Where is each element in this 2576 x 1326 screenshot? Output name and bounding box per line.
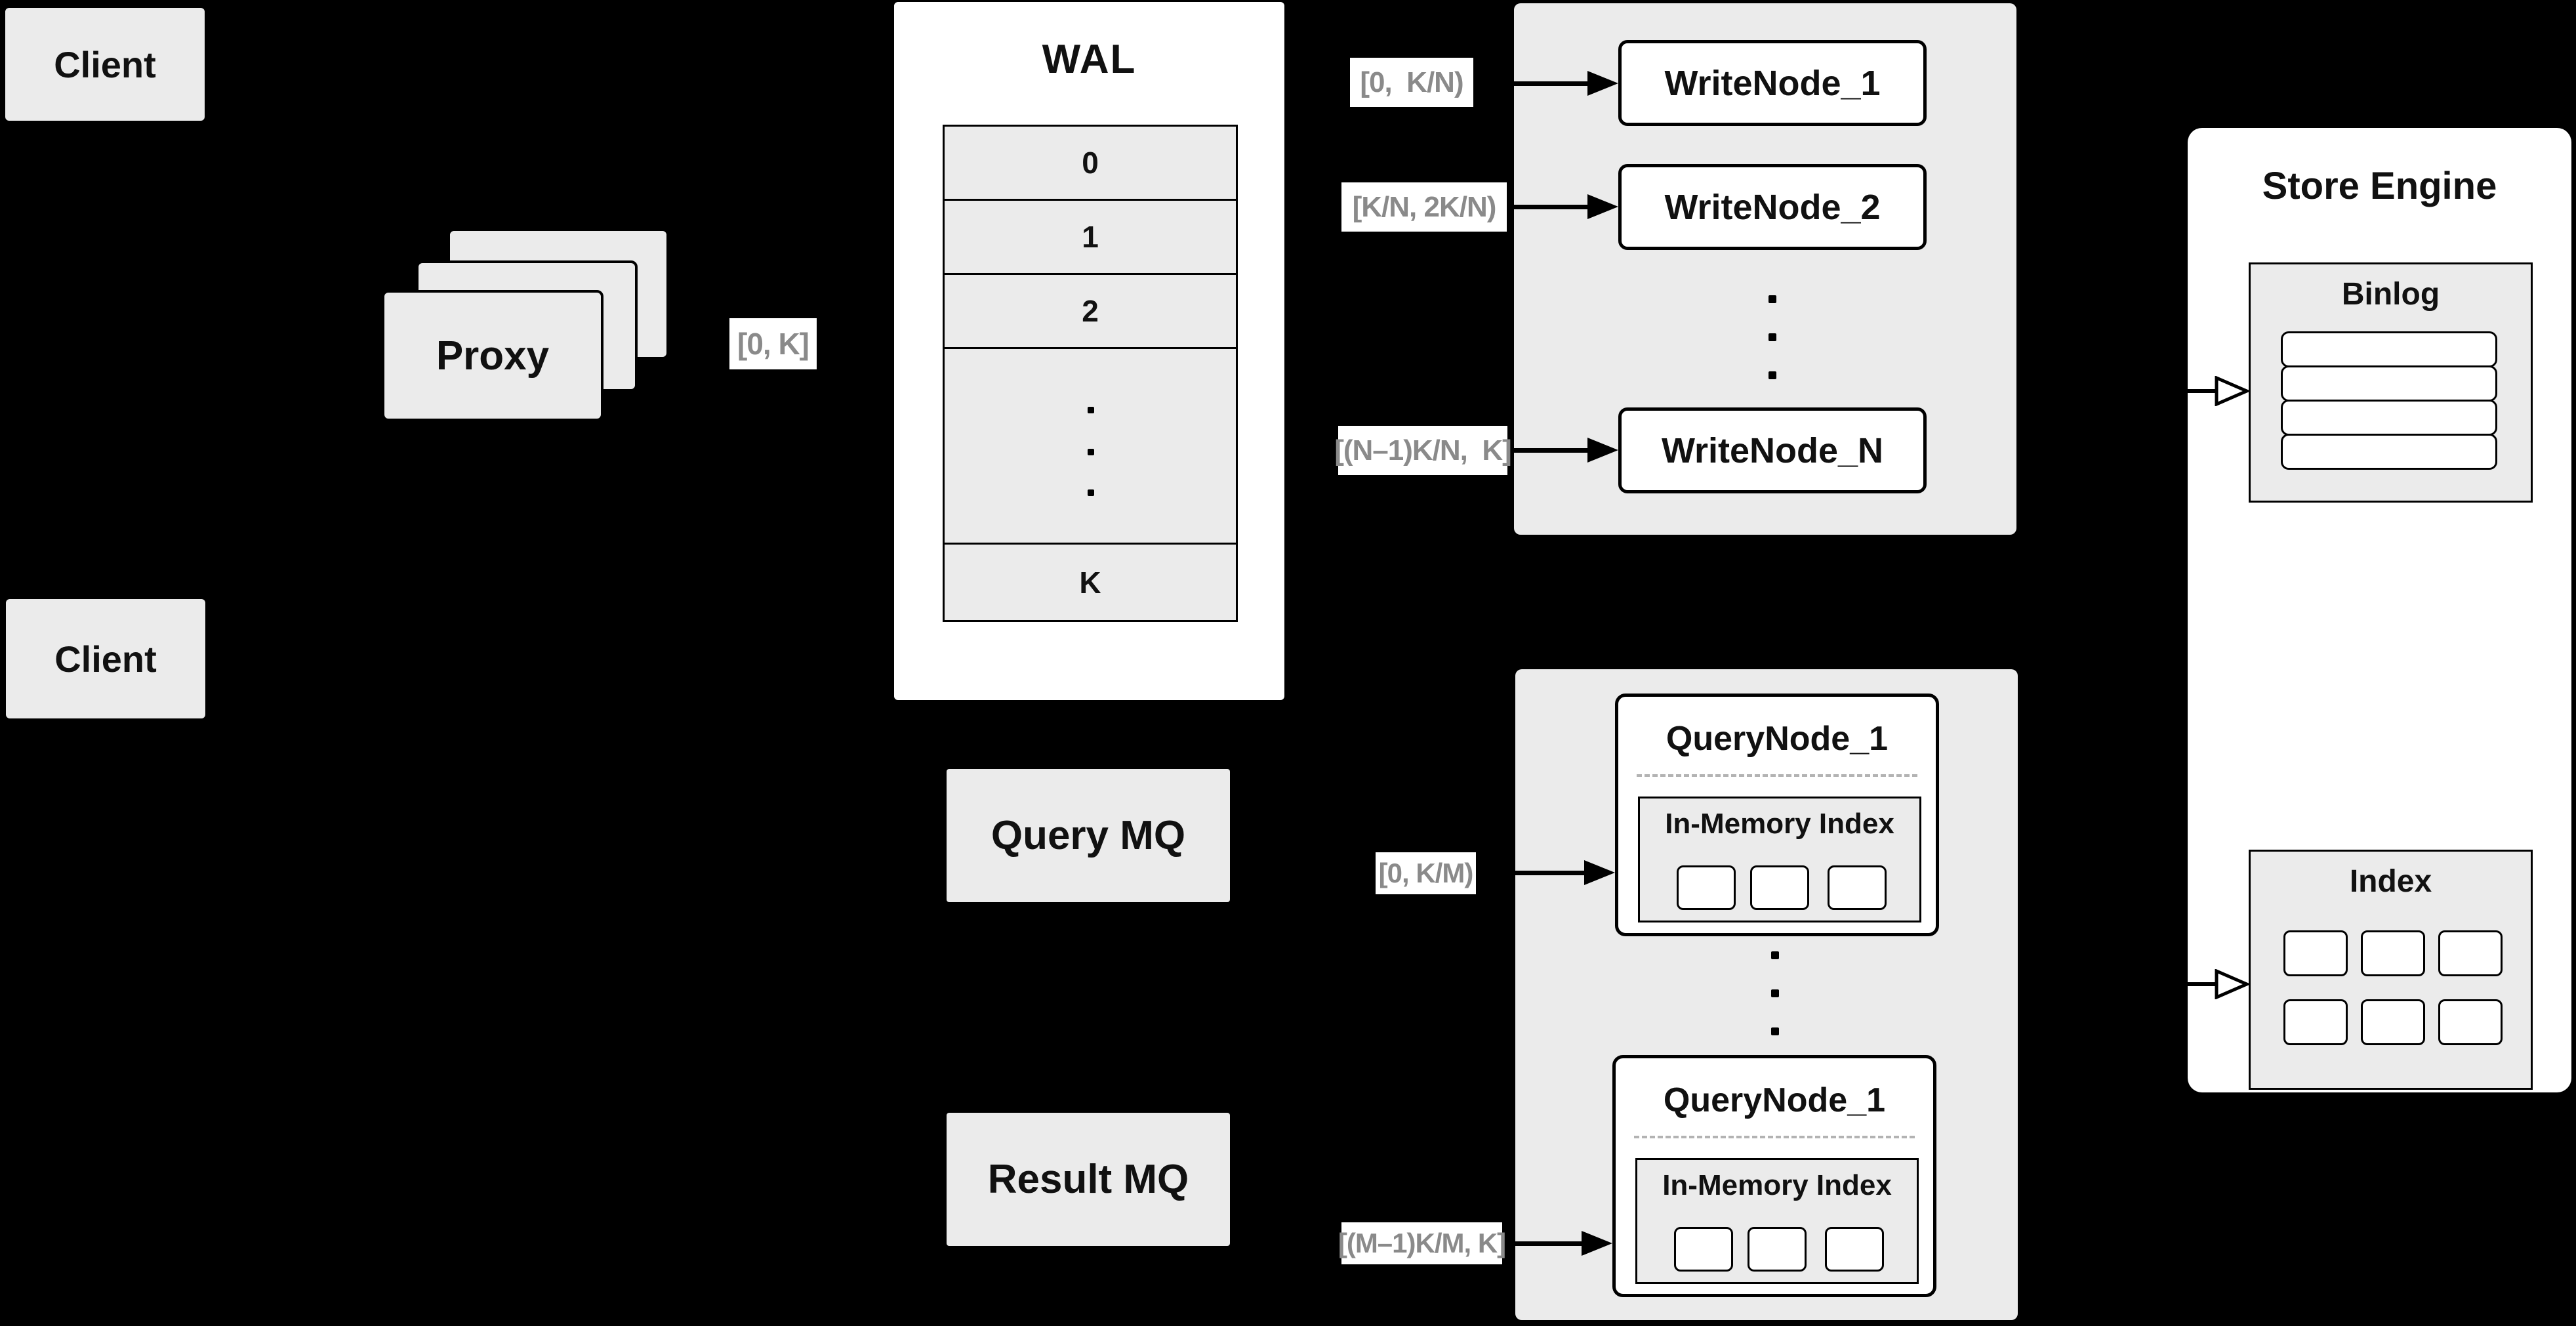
store-engine-box: Store Engine Binlog Index bbox=[2188, 128, 2571, 1092]
index-square bbox=[2283, 999, 2348, 1045]
arrowhead-write-node-2 bbox=[1587, 194, 1618, 219]
ellipsis-dot bbox=[1768, 333, 1776, 341]
write-node-2-box: WriteNode_2 bbox=[1618, 164, 1927, 250]
result-mq-box: Result MQ bbox=[947, 1113, 1230, 1246]
in-memory-index-1-label: In-Memory Index bbox=[1665, 808, 1894, 840]
segment-square bbox=[1825, 1227, 1884, 1272]
arrow-to-query-node-1 bbox=[1515, 871, 1586, 875]
index-square bbox=[2438, 999, 2503, 1045]
ellipsis-dot bbox=[1771, 951, 1779, 959]
arrow-to-write-node-n bbox=[1514, 448, 1590, 453]
proxy-label: Proxy bbox=[436, 333, 550, 379]
range-label-write-1: [0, K/N) bbox=[1350, 58, 1473, 107]
write-node-1-box: WriteNode_1 bbox=[1618, 40, 1927, 126]
binlog-row bbox=[2281, 331, 2497, 367]
wal-row-k-label: K bbox=[1079, 565, 1101, 600]
wal-row-ellipsis bbox=[943, 347, 1238, 545]
wal-title: WAL bbox=[1042, 37, 1137, 82]
binlog-row bbox=[2281, 434, 2497, 470]
binlog-row bbox=[2281, 365, 2497, 402]
segment-square bbox=[1750, 865, 1809, 910]
open-arrowhead-index bbox=[2215, 969, 2249, 999]
segment-square bbox=[1677, 865, 1736, 910]
ellipsis-dot bbox=[1768, 295, 1776, 303]
write-node-2-label: WriteNode_2 bbox=[1664, 187, 1881, 227]
ellipsis-dot bbox=[1088, 407, 1094, 413]
index-box: Index bbox=[2249, 850, 2533, 1090]
query-node-1-box: QueryNode_1 In-Memory Index bbox=[1615, 694, 1939, 936]
wal-row-0-label: 0 bbox=[1082, 146, 1099, 180]
ellipsis-dot bbox=[1771, 1027, 1779, 1035]
range-label-query-1: [0, K/M) bbox=[1376, 852, 1476, 894]
index-square bbox=[2438, 930, 2503, 976]
wal-table: 0 1 2 K bbox=[943, 125, 1238, 622]
wal-row-2-label: 2 bbox=[1082, 294, 1099, 328]
binlog-rows bbox=[2281, 331, 2497, 470]
write-node-n-box: WriteNode_N bbox=[1618, 407, 1927, 493]
divider-dashed bbox=[1637, 774, 1917, 777]
binlog-box: Binlog bbox=[2249, 262, 2533, 503]
query-mq-label: Query MQ bbox=[991, 813, 1186, 858]
range-label-proxy-wal: [0, K] bbox=[729, 318, 817, 369]
in-memory-index-2-label: In-Memory Index bbox=[1662, 1169, 1892, 1201]
in-memory-index-1-box: In-Memory Index bbox=[1638, 797, 1921, 922]
arrow-to-write-node-2 bbox=[1514, 205, 1590, 209]
write-node-n-label: WriteNode_N bbox=[1661, 430, 1884, 470]
wal-row-1: 1 bbox=[943, 199, 1238, 275]
range-label-write-2: [K/N, 2K/N) bbox=[1341, 182, 1507, 232]
wal-row-0: 0 bbox=[943, 125, 1238, 201]
client-top-label: Client bbox=[54, 43, 156, 85]
arrowhead-write-node-1 bbox=[1587, 71, 1618, 96]
index-title: Index bbox=[2349, 864, 2432, 899]
binlog-row bbox=[2281, 400, 2497, 436]
ellipsis-dot bbox=[1771, 989, 1779, 997]
index-square bbox=[2283, 930, 2348, 976]
segment-square bbox=[1828, 865, 1887, 910]
query-node-2-box: QueryNode_1 In-Memory Index bbox=[1612, 1055, 1936, 1297]
query-node-1-label: QueryNode_1 bbox=[1666, 720, 1889, 758]
query-node-2-label: QueryNode_1 bbox=[1663, 1081, 1886, 1119]
wal-row-1-label: 1 bbox=[1082, 220, 1099, 254]
divider-dashed bbox=[1634, 1136, 1915, 1138]
segment-square bbox=[1674, 1227, 1733, 1272]
client-bottom-label: Client bbox=[54, 638, 157, 680]
client-top-box: Client bbox=[5, 8, 205, 121]
range-label-write-n: [(N–1)K/N, K] bbox=[1334, 426, 1512, 475]
arrowhead-query-node-2 bbox=[1582, 1231, 1612, 1256]
ellipsis-dot bbox=[1088, 489, 1094, 496]
wal-row-k: K bbox=[943, 543, 1238, 622]
write-node-1-label: WriteNode_1 bbox=[1664, 63, 1881, 103]
index-square bbox=[2361, 930, 2425, 976]
arrowhead-write-node-n bbox=[1587, 438, 1618, 463]
wal-box: WAL 0 1 2 K bbox=[894, 2, 1284, 700]
ellipsis-dot bbox=[1088, 449, 1094, 455]
range-label-query-2: [(M–1)K/M, K] bbox=[1338, 1222, 1506, 1264]
arrow-to-query-node-2 bbox=[1515, 1241, 1584, 1246]
store-engine-title: Store Engine bbox=[2262, 165, 2497, 207]
arrowhead-query-node-1 bbox=[1584, 860, 1615, 885]
index-square bbox=[2361, 999, 2425, 1045]
proxy-card-front: Proxy bbox=[382, 290, 603, 421]
open-arrowhead-binlog bbox=[2215, 376, 2249, 406]
wal-row-2: 2 bbox=[943, 273, 1238, 349]
result-mq-label: Result MQ bbox=[987, 1157, 1189, 1202]
binlog-title: Binlog bbox=[2341, 277, 2440, 312]
arrow-to-write-node-1 bbox=[1514, 81, 1590, 86]
ellipsis-dot bbox=[1768, 371, 1776, 379]
arrow-to-index bbox=[2188, 982, 2219, 986]
in-memory-index-2-box: In-Memory Index bbox=[1635, 1158, 1919, 1284]
arrow-to-binlog bbox=[2188, 389, 2219, 393]
client-bottom-box: Client bbox=[6, 599, 205, 718]
segment-square bbox=[1748, 1227, 1807, 1272]
query-mq-box: Query MQ bbox=[947, 769, 1230, 902]
